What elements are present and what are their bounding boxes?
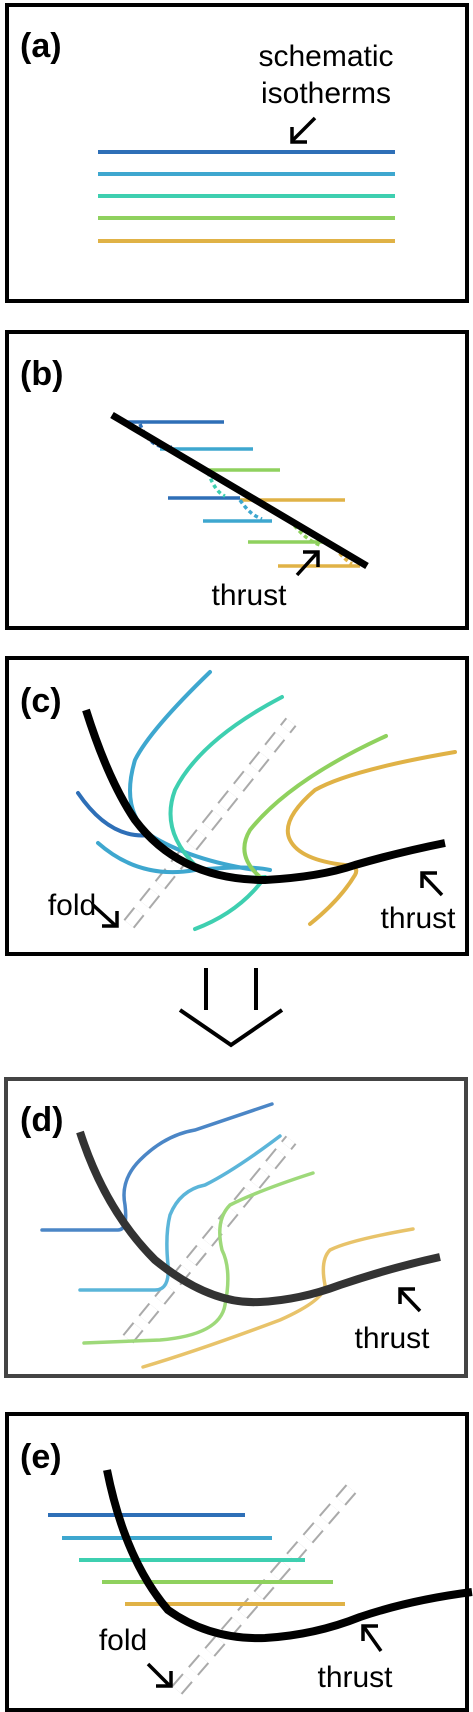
panel-c-frame [5, 656, 469, 956]
panel-c-thrust-label: thrust [380, 902, 456, 935]
panel-d-frame [4, 1077, 468, 1378]
arrow-icon [295, 550, 320, 577]
panel-d: (d) thrust [4, 1077, 468, 1378]
panel-e-label: (e) [20, 1438, 62, 1476]
isotherm-c-2b [168, 695, 284, 880]
isotherms-e [48, 1513, 345, 1606]
isotherm-c-3b [242, 734, 388, 879]
panel-e-thrust-label: thrust [317, 1661, 393, 1694]
panel-c-label: (c) [20, 682, 62, 720]
panel-b-thrust-label: thrust [211, 579, 287, 612]
panel-e-frame [5, 1412, 469, 1712]
arrow-icon [91, 903, 119, 928]
panel-e: (e) fold thrust [5, 1412, 473, 1712]
isotherms-a [98, 150, 395, 243]
panel-a: (a) schematic isotherms [5, 3, 469, 303]
panel-c: (c) fold thrust [5, 656, 469, 956]
thrust-fault-d [76, 1130, 441, 1307]
panel-a-annotation-line1: schematic [258, 40, 393, 73]
fold-axis-d [122, 1135, 297, 1344]
panel-e-fold-label: fold [99, 1624, 147, 1657]
panel-b-frame [5, 330, 469, 630]
isotherms-c [76, 670, 457, 931]
panel-a-frame [5, 3, 469, 303]
panel-d-label: (d) [20, 1101, 63, 1139]
isotherm-c-4 [285, 750, 457, 926]
arrow-icon [361, 1624, 383, 1653]
isotherm-perturbed-3 [238, 499, 263, 521]
isotherm-d-2 [78, 1134, 282, 1292]
arrow-icon [398, 1287, 422, 1313]
panel-c-fold-label: fold [48, 889, 96, 922]
isotherm-d-3 [82, 1171, 315, 1345]
fold-axis-c [123, 717, 297, 929]
panel-b: (b) thrust [5, 330, 469, 630]
thrust-fault-e [103, 1469, 473, 1643]
arrow-icon [146, 1662, 173, 1688]
isotherm-c-3a [193, 875, 267, 931]
fold-axis-e [171, 1484, 357, 1695]
thrust-fault-b [110, 411, 369, 570]
panel-a-annotation-line2: isotherms [261, 77, 391, 110]
panel-a-label: (a) [20, 27, 62, 65]
isotherm-c-1a [76, 791, 152, 838]
arrow-icon [420, 871, 444, 897]
arrow-icon [290, 116, 317, 144]
panel-b-label: (b) [20, 355, 63, 393]
isotherm-c-1b [128, 670, 257, 872]
double-arrow-down-icon [178, 968, 284, 1048]
thrust-fault-c [82, 708, 446, 885]
panel-d-thrust-label: thrust [354, 1322, 430, 1355]
